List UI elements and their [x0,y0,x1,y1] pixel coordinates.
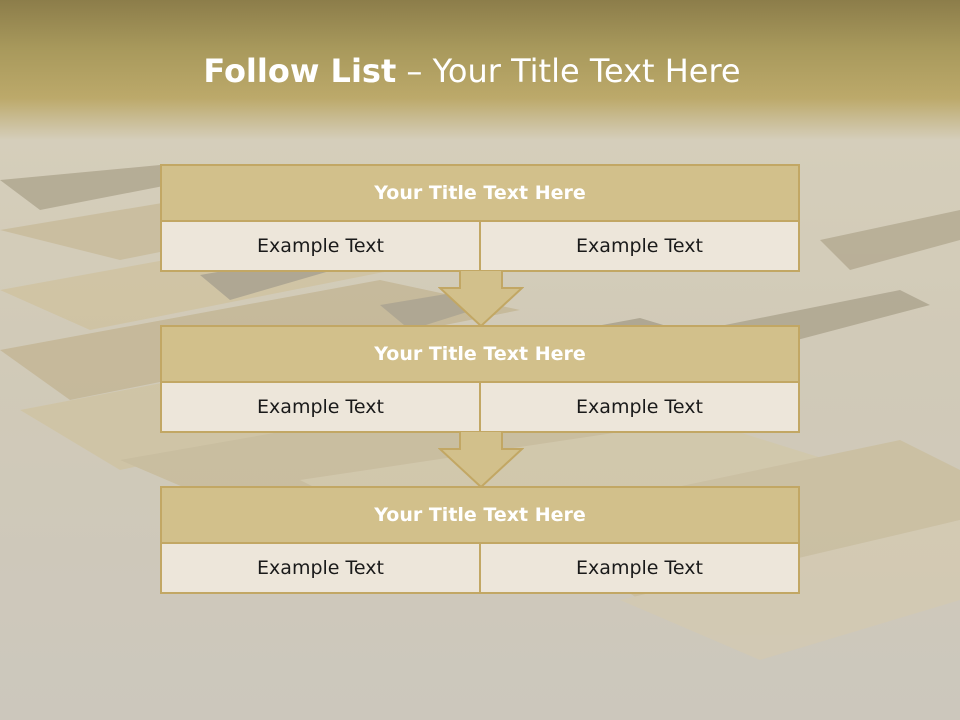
title-band [0,0,960,140]
block-row: Example Text Example Text [162,222,798,270]
block-title: Your Title Text Here [162,488,798,544]
block-cell-left: Example Text [257,235,384,257]
title-bold: Follow List [203,52,397,90]
block-title: Your Title Text Here [162,166,798,222]
slide-title: Follow List – Your Title Text Here [0,52,944,90]
block-row: Example Text Example Text [162,544,798,592]
down-arrow-icon [438,270,524,328]
title-rest: Your Title Text Here [432,52,741,90]
block-cell-right: Example Text [479,383,798,431]
list-block-1: Your Title Text Here Example Text Exampl… [160,164,800,272]
list-block-2: Your Title Text Here Example Text Exampl… [160,325,800,433]
block-row: Example Text Example Text [162,383,798,431]
block-cell-right: Example Text [479,222,798,270]
block-title: Your Title Text Here [162,327,798,383]
block-cell-left: Example Text [257,396,384,418]
block-cell-right: Example Text [479,544,798,592]
block-cell-left: Example Text [257,557,384,579]
title-separator: – [396,52,433,90]
down-arrow-icon [438,431,524,489]
list-block-3: Your Title Text Here Example Text Exampl… [160,486,800,594]
